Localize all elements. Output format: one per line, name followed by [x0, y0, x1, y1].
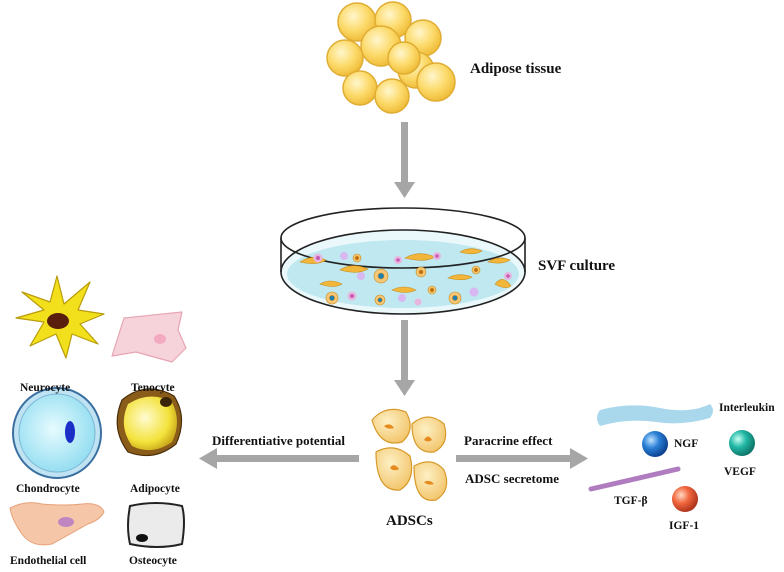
ngf-graphic [642, 431, 668, 457]
arrow-paracrine [456, 448, 588, 469]
arrow-differentiative [199, 448, 359, 469]
adipose-tissue-cluster [326, 1, 456, 114]
osteocyte-graphic [127, 502, 185, 548]
interleukin-graphic [597, 404, 713, 426]
adscs-cluster [371, 408, 448, 501]
arrow-tissue-to-svf [394, 122, 415, 198]
tenocyte-graphic [111, 311, 187, 363]
ngf-label: NGF [674, 438, 699, 450]
tgf-beta-graphic [588, 466, 681, 492]
differentiative-potential-label: Differentiative potential [212, 433, 345, 448]
neurocyte-graphic [15, 275, 105, 359]
chondrocyte-label: Chondrocyte [16, 483, 80, 495]
adscs-label: ADSCs [386, 513, 433, 529]
adipocyte-label: Adipocyte [130, 483, 180, 495]
adipose-tissue-label: Adipose tissue [470, 61, 562, 77]
svf-culture-dish [280, 207, 526, 315]
tgf-beta-label: TGF-β [614, 495, 648, 507]
vegf-label: VEGF [724, 466, 756, 478]
adsc-secretome-label: ADSC secretome [465, 471, 559, 486]
arrow-svf-to-adscs [394, 320, 415, 396]
igf1-label: IGF-1 [669, 520, 700, 532]
vegf-graphic [729, 430, 755, 456]
chondrocyte-graphic [12, 387, 102, 479]
paracrine-effect-label: Paracrine effect [464, 433, 553, 448]
osteocyte-label: Osteocyte [129, 555, 177, 567]
interleukin-label: Interleukin [719, 402, 775, 414]
igf1-graphic [672, 486, 698, 512]
svf-culture-label: SVF culture [538, 258, 616, 274]
adipocyte-graphic [116, 388, 183, 457]
neurocyte-label: Neurocyte [20, 382, 71, 394]
endothelial-cell-label: Endothelial cell [10, 555, 87, 567]
tenocyte-label: Tenocyte [131, 382, 175, 394]
endothelial-cell-graphic [9, 502, 105, 546]
